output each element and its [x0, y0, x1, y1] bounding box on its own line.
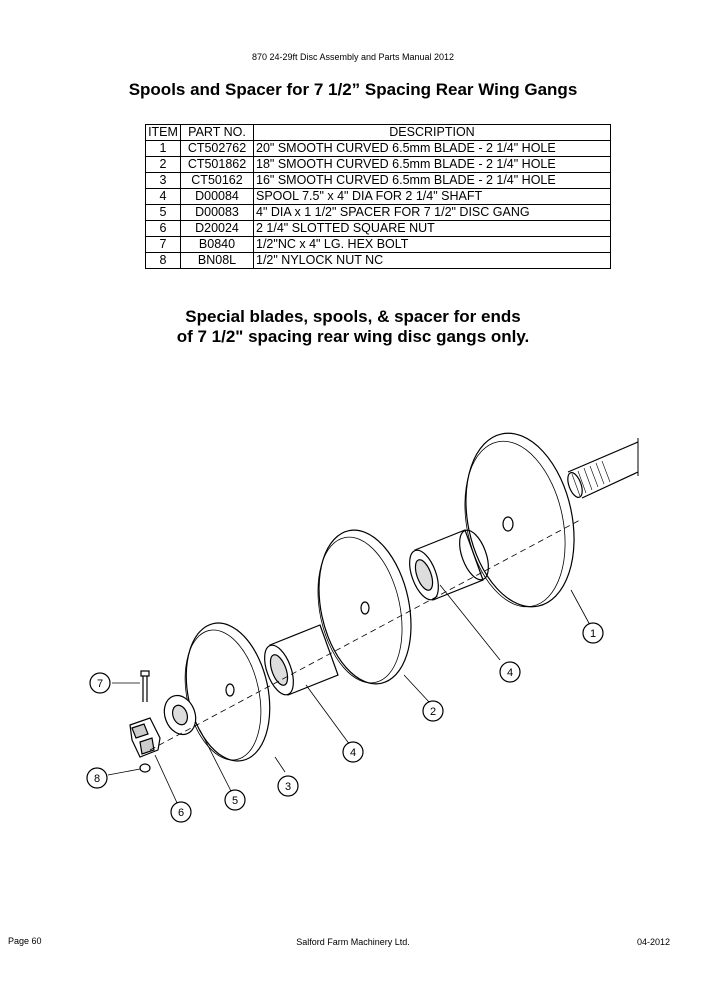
- callout-3: 3: [277, 775, 299, 797]
- table-row: 7 B0840 1/2"NC x 4" LG. HEX BOLT: [145, 236, 611, 253]
- note-line-2: of 7 1/2" spacing rear wing disc gangs o…: [176, 327, 530, 346]
- table-row: 1 CT502762 20" SMOOTH CURVED 6.5mm BLADE…: [145, 140, 611, 157]
- note-line-1: Special blades, spools, & spacer for end…: [185, 307, 521, 326]
- cell-description: 16" SMOOTH CURVED 6.5mm BLADE - 2 1/4" H…: [253, 172, 611, 189]
- table-row: 4 D00084 SPOOL 7.5" x 4" DIA FOR 2 1/4" …: [145, 188, 611, 205]
- footer-company: Salford Farm Machinery Ltd.: [296, 937, 410, 947]
- cell-description: SPOOL 7.5" x 4" DIA FOR 2 1/4" SHAFT: [253, 188, 611, 205]
- cell-part-no: CT501862: [180, 156, 254, 173]
- blade-3-disc: [184, 622, 271, 762]
- svg-text:5: 5: [232, 795, 238, 807]
- blade-1-disc: [464, 432, 575, 608]
- cell-item: 8: [145, 252, 181, 269]
- footer-page-number: Page 60: [8, 936, 42, 946]
- callout-4-lower: 4: [342, 741, 364, 763]
- svg-text:7: 7: [97, 678, 103, 690]
- footer-date: 04-2012: [636, 937, 670, 947]
- cell-item: 2: [145, 156, 181, 173]
- cell-description: 2 1/4" SLOTTED SQUARE NUT: [253, 220, 611, 237]
- svg-text:6: 6: [178, 807, 184, 819]
- cell-part-no: D00084: [180, 188, 254, 205]
- callout-4-upper: 4: [499, 661, 521, 683]
- cell-item: 6: [145, 220, 181, 237]
- callout-1: 1: [582, 622, 604, 644]
- special-parts-note: Special blades, spools, & spacer for end…: [0, 307, 706, 347]
- svg-text:8: 8: [94, 773, 100, 785]
- callout-7: 7: [89, 672, 111, 694]
- callout-8: 8: [86, 767, 108, 789]
- center-axis: [149, 519, 581, 751]
- callout-2: 2: [422, 700, 444, 722]
- spool-lower: [264, 624, 339, 696]
- spacer: [163, 694, 197, 736]
- shaft: [567, 438, 639, 499]
- cell-description: 1/2" NYLOCK NUT NC: [253, 252, 611, 269]
- svg-text:1: 1: [590, 628, 596, 640]
- svg-text:3: 3: [285, 781, 291, 793]
- cell-part-no: D20024: [180, 220, 254, 237]
- cell-item: 4: [145, 188, 181, 205]
- cell-item: 5: [145, 204, 181, 221]
- table-row: 5 D00083 4" DIA x 1 1/2" SPACER FOR 7 1/…: [145, 204, 611, 221]
- svg-text:4: 4: [507, 667, 513, 679]
- exploded-assembly-diagram: 1 2 3 4 4 5 6 7 8: [86, 432, 639, 823]
- callout-6: 6: [170, 801, 192, 823]
- cell-part-no: B0840: [180, 236, 254, 253]
- cell-description: 1/2"NC x 4" LG. HEX BOLT: [253, 236, 611, 253]
- spool-upper: [409, 529, 489, 601]
- cell-item: 1: [145, 140, 181, 157]
- column-header-description: DESCRIPTION: [253, 124, 611, 141]
- column-header-item: ITEM: [145, 124, 181, 141]
- table-row: 3 CT50162 16" SMOOTH CURVED 6.5mm BLADE …: [145, 172, 611, 189]
- parts-table: ITEM PART NO. DESCRIPTION 1 CT502762 20"…: [145, 124, 611, 269]
- cell-item: 7: [145, 236, 181, 253]
- cell-description: 20" SMOOTH CURVED 6.5mm BLADE - 2 1/4" H…: [253, 140, 611, 157]
- page-title: Spools and Spacer for 7 1/2” Spacing Rea…: [128, 80, 578, 99]
- cell-part-no: BN08L: [180, 252, 254, 269]
- callout-leaders: [107, 584, 591, 806]
- cell-description: 18" SMOOTH CURVED 6.5mm BLADE - 2 1/4" H…: [253, 156, 611, 173]
- table-header-row: ITEM PART NO. DESCRIPTION: [145, 124, 611, 141]
- nylock-nut: [139, 763, 151, 773]
- blade-2-disc: [317, 529, 412, 685]
- callout-5: 5: [224, 789, 246, 811]
- column-header-part-no: PART NO.: [180, 124, 254, 141]
- table-row: 2 CT501862 18" SMOOTH CURVED 6.5mm BLADE…: [145, 156, 611, 173]
- cell-part-no: CT502762: [180, 140, 254, 157]
- cell-description: 4" DIA x 1 1/2" SPACER FOR 7 1/2" DISC G…: [253, 204, 611, 221]
- cell-part-no: CT50162: [180, 172, 254, 189]
- svg-text:4: 4: [350, 747, 356, 759]
- cell-part-no: D00083: [180, 204, 254, 221]
- cell-item: 3: [145, 172, 181, 189]
- table-row: 8 BN08L 1/2" NYLOCK NUT NC: [145, 252, 611, 269]
- svg-text:2: 2: [430, 706, 436, 718]
- manual-header: 870 24-29ft Disc Assembly and Parts Manu…: [251, 52, 455, 62]
- slotted-square-nut: [129, 717, 161, 758]
- hex-bolt: [140, 670, 150, 702]
- table-row: 6 D20024 2 1/4" SLOTTED SQUARE NUT: [145, 220, 611, 237]
